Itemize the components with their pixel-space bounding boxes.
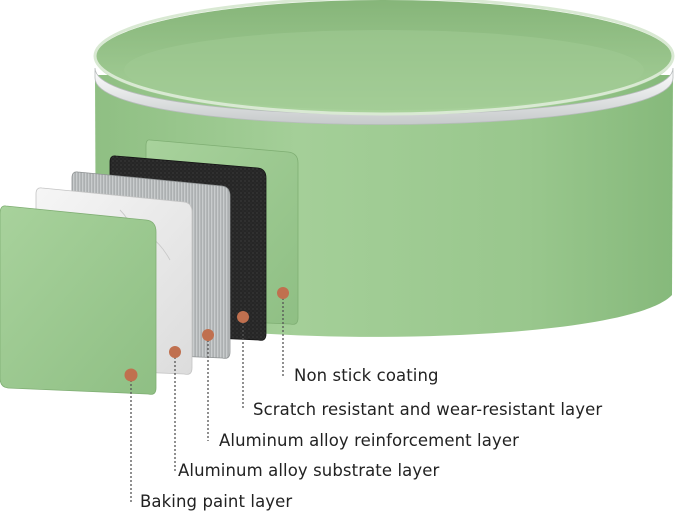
marker-5 [124, 368, 138, 382]
pan-rim-top [93, 0, 675, 116]
sheet-baking-paint [0, 205, 157, 395]
pan-inner-floor [124, 30, 644, 110]
marker-4 [169, 346, 181, 358]
marker-1 [277, 287, 289, 299]
leaders [124, 287, 289, 502]
marker-2 [237, 311, 249, 323]
label-reinforcement-layer: Aluminum alloy reinforcement layer [219, 431, 519, 450]
pan-rim [94, 67, 674, 125]
marker-3 [202, 329, 214, 341]
label-non-stick-coating: Non stick coating [294, 366, 439, 385]
label-scratch-resistant-layer: Scratch resistant and wear-resistant lay… [253, 400, 603, 419]
label-substrate-layer: Aluminum alloy substrate layer [178, 461, 440, 480]
label-baking-paint-layer: Baking paint layer [140, 492, 293, 511]
layer-sheets [0, 139, 299, 395]
